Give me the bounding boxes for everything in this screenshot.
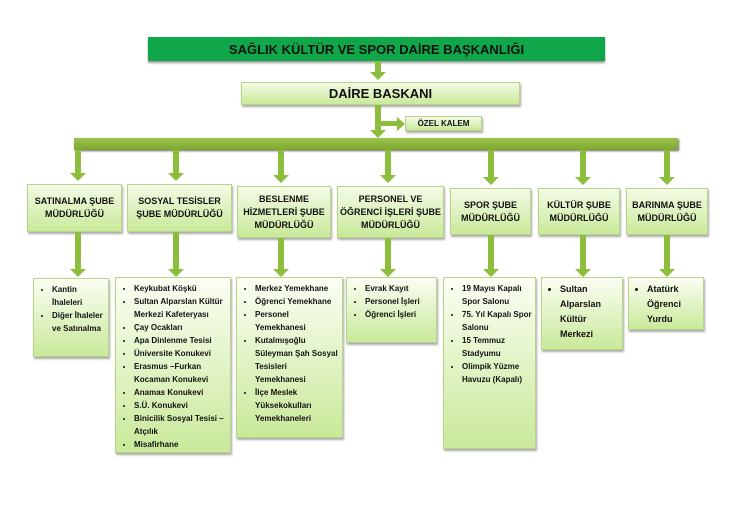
list-item: Sultan Alparslan Kültür Merkezi Kafetery… [134, 295, 227, 321]
list-item: 15 Temmuz Stadyumu [462, 334, 532, 360]
list-item: Apa Dinlenme Tesisi [134, 334, 227, 347]
org-title: SAĞLIK KÜLTÜR VE SPOR DAİRE BAŞKANLIĞI [148, 37, 605, 61]
unit-list: Keykubat KöşküSultan Alparslan Kültür Me… [115, 277, 231, 453]
unit-list: 19 Mayıs Kapalı Spor Salonu75. Yıl Kapal… [443, 277, 536, 449]
arrow [370, 61, 386, 80]
ozel-kalem-box: ÖZEL KALEM [405, 116, 482, 131]
arrow [483, 235, 499, 277]
list-item: Merkez Yemekhane [255, 282, 339, 295]
arrow [380, 150, 396, 183]
department-box: BARINMA ŞUBE MÜDÜRLÜĞÜ [626, 188, 708, 235]
side-arrowhead [397, 117, 405, 131]
list-item: Evrak Kayıt [365, 282, 433, 295]
arrow [575, 235, 591, 277]
list-item: Olimpik Yüzme Havuzu (Kapalı) [462, 360, 532, 386]
arrow [70, 150, 86, 181]
list-item: Personel İşleri [365, 295, 433, 308]
department-box: SATINALMA ŞUBE MÜDÜRLÜĞÜ [27, 184, 122, 232]
arrow [168, 150, 184, 181]
arrow [168, 232, 184, 277]
list-item: Anamas Konukevi [134, 386, 227, 399]
side-connector [381, 121, 399, 126]
arrow [659, 150, 675, 185]
department-box: KÜLTÜR ŞUBE MÜDÜRLÜĞÜ [538, 188, 620, 235]
list-item: Öğrenci Yemekhane [255, 295, 339, 308]
list-item: Misafirhane [134, 438, 227, 451]
department-box: BESLENME HİZMETLERİ ŞUBE MÜDÜRLÜĞÜ [237, 186, 331, 238]
list-item: Erasmus –Furkan Kocaman Konukevi [134, 360, 227, 386]
list-item: Personel Yemekhanesi [255, 308, 339, 334]
unit-list: Kantin İhaleleriDiğer İhaleler ve Satına… [33, 278, 109, 357]
list-item: S.Ü. Konukevi [134, 399, 227, 412]
list-item: Çay Ocakları [134, 321, 227, 334]
list-item: Binicilik Sosyal Tesisi – Atçılık [134, 412, 227, 438]
list-item: İlçe Meslek Yüksekokulları Yemekhaneleri [255, 386, 339, 425]
list-item: Kutalmışoğlu Süleyman Şah Sosyal Tesisle… [255, 334, 339, 386]
arrow [370, 105, 386, 138]
unit-list: Atatürk Öğrenci Yurdu [628, 277, 704, 330]
list-item: Diğer İhaleler ve Satınalma [52, 309, 105, 335]
list-item: 75. Yıl Kapalı Spor Salonu [462, 308, 532, 334]
list-item: Kantin İhaleleri [52, 283, 105, 309]
list-item: Atatürk Öğrenci Yurdu [647, 282, 700, 327]
department-box: SPOR ŞUBE MÜDÜRLÜĞÜ [450, 188, 531, 235]
list-item: 19 Mayıs Kapalı Spor Salonu [462, 282, 532, 308]
unit-list: Sultan Alparslan Kültür Merkezi [541, 277, 623, 350]
arrow [659, 235, 675, 277]
arrow [273, 238, 289, 277]
list-item: Üniversite Konukevi [134, 347, 227, 360]
list-item: Öğrenci İşleri [365, 308, 433, 321]
list-item: Sultan Alparslan Kültür Merkezi [560, 282, 619, 342]
head-box: DAİRE BASKANI [241, 82, 520, 105]
arrow [483, 150, 499, 185]
arrow [575, 150, 591, 185]
unit-list: Merkez YemekhaneÖğrenci YemekhanePersone… [236, 277, 343, 438]
connector-bar [74, 138, 678, 150]
arrow [70, 232, 86, 277]
department-box: SOSYAL TESİSLER ŞUBE MÜDÜRLÜĞÜ [127, 184, 232, 232]
unit-list: Evrak KayıtPersonel İşleriÖğrenci İşleri [346, 277, 437, 343]
arrow [380, 238, 396, 277]
department-box: PERSONEL VE ÖĞRENCİ İŞLERİ ŞUBE MÜDÜRLÜĞ… [337, 186, 444, 238]
arrow [273, 150, 289, 183]
list-item: Keykubat Köşkü [134, 282, 227, 295]
